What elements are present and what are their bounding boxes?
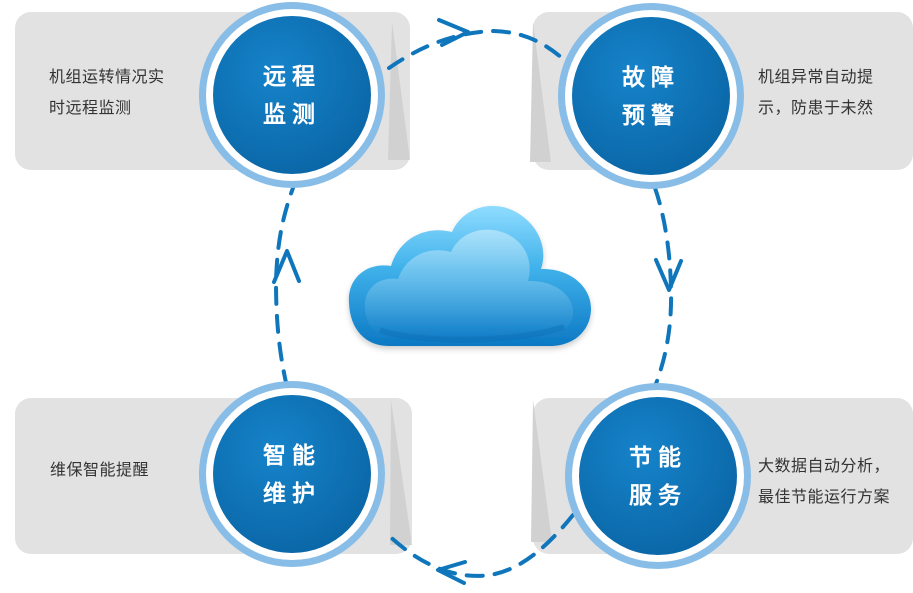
left-flow-path (273, 186, 295, 389)
fault-warning-panel-fold (530, 22, 551, 162)
energy-saving-title: 节能 服务 (629, 445, 687, 509)
top-flow-path (387, 28, 577, 72)
bottom-flow-path (382, 513, 575, 578)
smart-maintenance-panel-fold (390, 400, 412, 545)
remote-monitoring-panel-fold (388, 22, 410, 160)
fault-warning-node (558, 3, 744, 189)
top-arrow-icon (437, 18, 470, 47)
bottom-arrow-icon (436, 560, 467, 585)
smart-maintenance-node (199, 381, 385, 567)
remote-monitoring-description: 机组运转情况实 时远程监测 (49, 67, 165, 117)
remote-monitoring-node (199, 2, 385, 188)
fault-warning-title: 故障 预警 (622, 65, 680, 129)
fault-warning-description: 机组异常自动提 示，防患于未然 (758, 67, 874, 117)
cloud-icon (348, 205, 592, 347)
remote-monitoring-title: 远程 监测 (263, 64, 321, 128)
right-arrow-icon (654, 258, 683, 292)
left-arrow-icon (272, 249, 301, 284)
energy-saving-node (565, 383, 751, 569)
energy-saving-description: 大数据自动分析， 最佳节能运行方案 (758, 456, 891, 506)
energy-saving-panel-fold (531, 400, 552, 542)
smart-maintenance-title: 智能 维护 (263, 443, 321, 507)
smart-maintenance-description: 维保智能提醒 (50, 460, 150, 479)
